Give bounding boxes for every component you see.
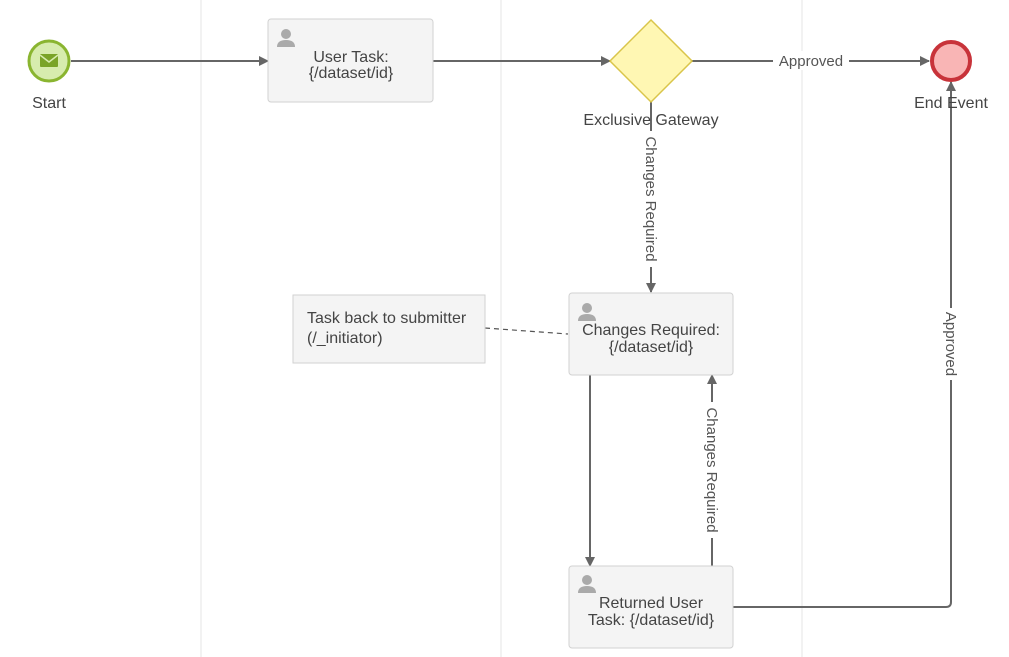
flow-label-bg [773,51,849,70]
returned-task-label-line2: Task: {/dataset/id} [588,612,715,629]
user-task[interactable]: User Task: {/dataset/id} [267,18,434,103]
annotation-line2: (/_initiator) [307,330,383,347]
changes-task-box [568,292,734,376]
start-event-label: Start [32,95,66,112]
flow-returned-to-end[interactable] [733,81,956,608]
flow-label-bg [703,402,721,538]
annotation-association [484,327,569,335]
user-icon [277,29,295,47]
annotation-box [292,294,486,364]
flow-label-approved-top: Approved [779,53,843,70]
returned-user-task[interactable]: Returned User Task: {/dataset/id} [568,565,734,649]
envelope-icon [39,54,59,67]
user-icon [578,303,596,321]
changes-task-label-line1: Changes Required: [582,322,720,339]
flow-label-changes-required-returned: Changes Required [703,407,720,532]
flow-label-bg [942,308,960,380]
user-task-box [267,18,434,103]
user-task-label-line2: {/dataset/id} [309,65,394,82]
returned-task-label-line1: Returned User [599,595,704,612]
flow-label-bg [642,131,660,267]
start-event[interactable] [27,39,71,83]
gateway-label: Exclusive Gateway [583,112,718,129]
changes-task-label-line2: {/dataset/id} [609,339,694,356]
annotation-line1: Task back to submitter [307,310,467,327]
returned-task-box [568,565,734,649]
text-annotation[interactable]: Task back to submitter (/_initiator) [292,294,486,364]
end-event-label: End Event [914,95,988,112]
flow-label-changes-required-gateway: Changes Required [642,136,659,261]
end-event-circle [930,40,972,82]
changes-required-task[interactable]: Changes Required: {/dataset/id} [568,292,734,376]
end-event[interactable] [930,40,972,82]
user-icon [578,575,596,593]
user-task-label-line1: User Task: [313,49,388,66]
gateway-diamond [608,18,694,104]
flow-label-approved-side: Approved [942,312,959,376]
exclusive-gateway[interactable] [608,18,694,104]
